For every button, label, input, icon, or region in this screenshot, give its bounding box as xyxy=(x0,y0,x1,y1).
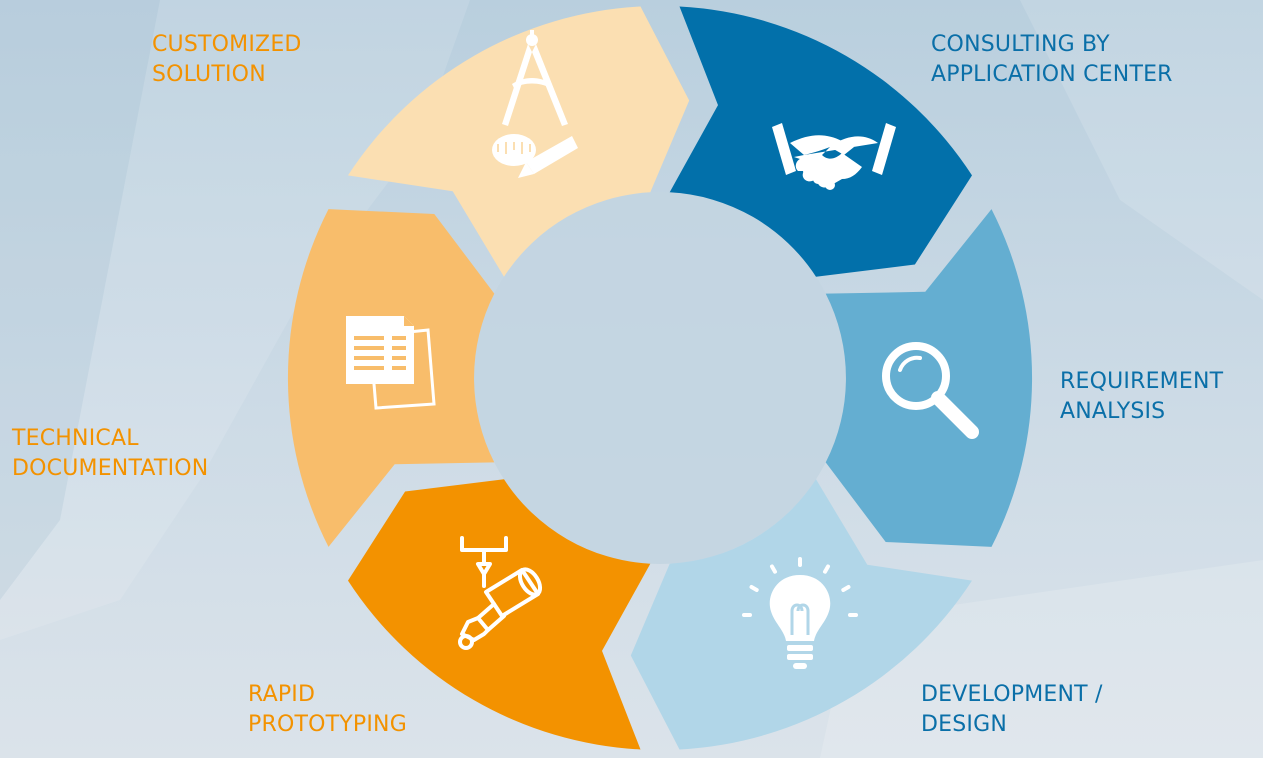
documents-icon xyxy=(346,316,436,410)
lightbulb-icon xyxy=(742,557,858,669)
label-customized: CUSTOMIZED SOLUTION xyxy=(152,30,302,90)
label-line: CUSTOMIZED xyxy=(152,32,302,57)
drafting-tools-icon xyxy=(492,30,578,178)
label-prototyping: RAPID PROTOTYPING xyxy=(248,680,407,740)
label-development: DEVELOPMENT / DESIGN xyxy=(921,680,1103,740)
label-consulting: CONSULTING BY APPLICATION CENTER xyxy=(931,30,1173,90)
label-line: RAPID xyxy=(248,682,316,707)
cycle-center-hub xyxy=(474,192,846,564)
nozzle-icon xyxy=(458,536,543,650)
label-line: CONSULTING BY xyxy=(931,32,1110,57)
handshake-icon xyxy=(772,123,896,190)
label-line: DEVELOPMENT / xyxy=(921,682,1103,707)
magnifier-icon xyxy=(882,342,979,439)
label-line: SOLUTION xyxy=(152,62,266,87)
label-line: ANALYSIS xyxy=(1060,399,1166,424)
label-line: DESIGN xyxy=(921,712,1007,737)
label-line: REQUIREMENT xyxy=(1060,369,1224,394)
label-requirement: REQUIREMENT ANALYSIS xyxy=(1060,367,1223,427)
label-line: DOCUMENTATION xyxy=(12,456,209,481)
label-line: TECHNICAL xyxy=(12,426,139,451)
label-line: PROTOTYPING xyxy=(248,712,407,737)
label-line: APPLICATION CENTER xyxy=(931,62,1173,87)
segment-requirement xyxy=(825,209,1033,547)
label-documentation: TECHNICAL DOCUMENTATION xyxy=(12,424,208,484)
